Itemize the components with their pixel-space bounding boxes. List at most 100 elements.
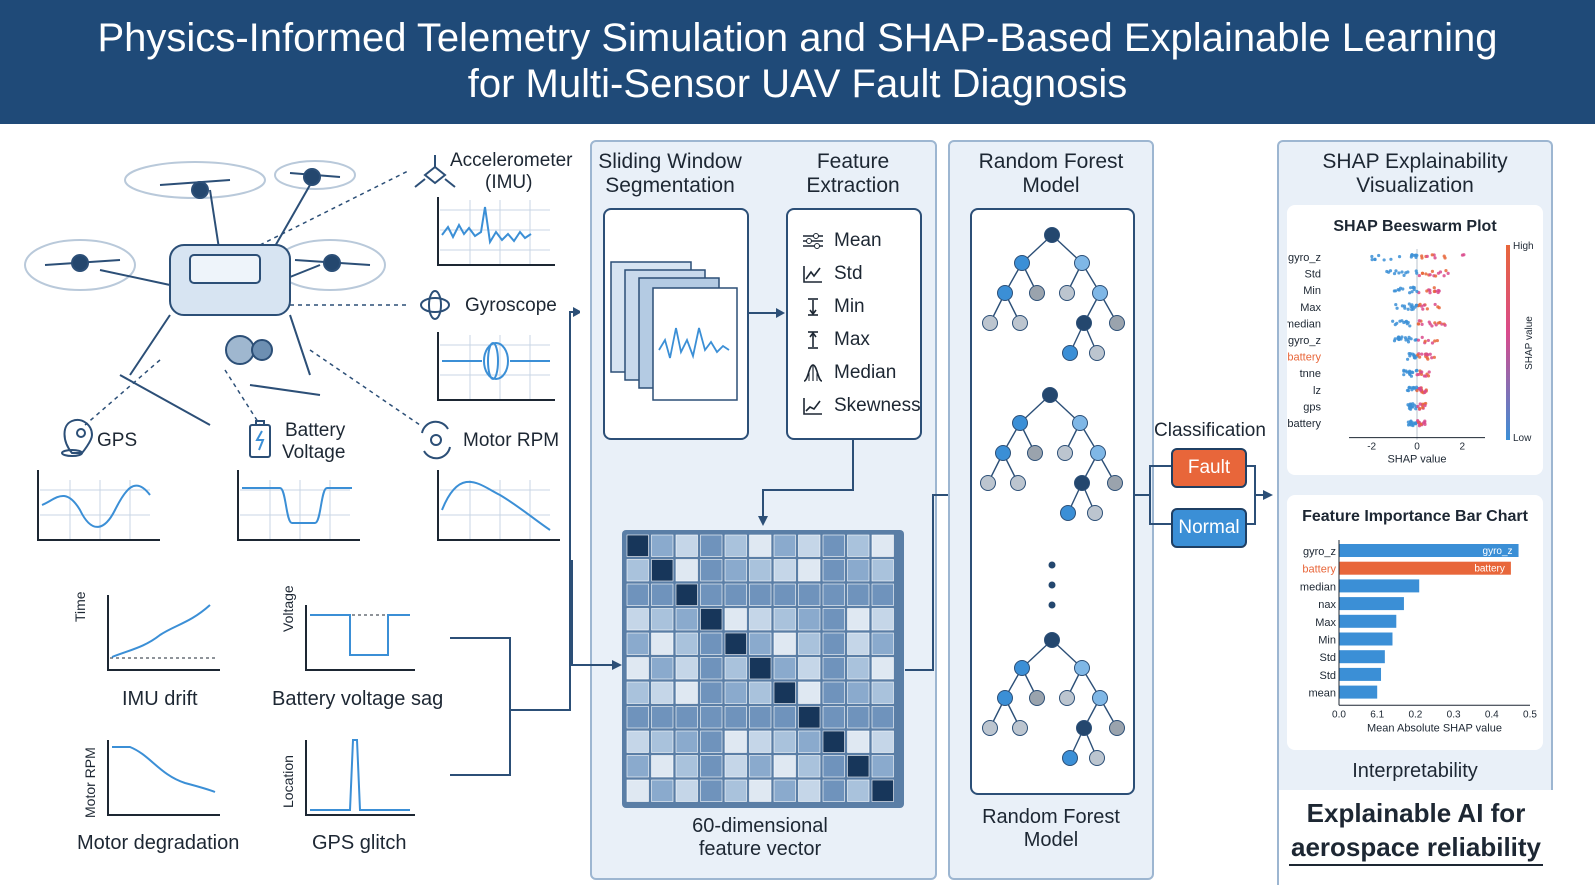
- matrix-cell: [700, 608, 723, 631]
- matrix-cell: [700, 779, 723, 802]
- colorbar: [1506, 245, 1510, 440]
- beeswarm-point: [1425, 254, 1429, 259]
- gyroscope-label: Gyroscope: [465, 295, 557, 316]
- tree-node: [1092, 285, 1108, 301]
- beeswarm-point: [1405, 357, 1410, 361]
- beeswarm-point: [1436, 305, 1440, 309]
- matrix-cell: [773, 657, 796, 680]
- matrix-cell: [700, 681, 723, 704]
- matrix-cell: [651, 706, 674, 729]
- beeswarm-point: [1433, 339, 1437, 343]
- matrix-cell: [871, 730, 894, 753]
- beeswarm-point: [1423, 403, 1427, 408]
- beeswarm-point: [1391, 319, 1395, 323]
- matrix-cell: [749, 730, 772, 753]
- matrix-cell: [700, 632, 723, 655]
- skew-chart-icon: [803, 398, 822, 415]
- shap-beeswarm-plot: SHAP Beeswarm Plotgyro_zStdMinMaxmediang…: [1287, 205, 1543, 475]
- beeswarm-point: [1430, 269, 1435, 273]
- beeswarm-point: [1435, 338, 1439, 343]
- matrix-cell: [798, 779, 821, 802]
- beeswarm-point: [1395, 306, 1399, 310]
- matrix-cell: [724, 657, 747, 680]
- tagline-line1: Explainable AI for: [1306, 798, 1526, 828]
- matrix-cell: [626, 657, 649, 680]
- motor-rpm-icon: [421, 420, 451, 460]
- beeswarm-point: [1407, 335, 1411, 339]
- matrix-cell: [871, 534, 894, 557]
- matrix-cell: [749, 632, 772, 655]
- beeswarm-point: [1406, 270, 1410, 274]
- ellipsis-dot: [1048, 561, 1056, 569]
- accelerometer-label: Accelerometer: [450, 150, 573, 171]
- feature-item-skewness: Skewness: [802, 395, 921, 417]
- distribution-icon: [803, 364, 823, 382]
- beeswarm-point: [1425, 289, 1429, 293]
- matrix-cell: [798, 730, 821, 753]
- feature-vector-label-line1: 60-dimensional: [692, 815, 828, 837]
- beeswarm-tick-label: 2: [1460, 442, 1466, 453]
- shap-title-line2: Visualization: [1356, 174, 1474, 197]
- matrix-cell: [626, 681, 649, 704]
- matrix-cell: [822, 681, 845, 704]
- matrix-cell: [724, 559, 747, 582]
- matrix-cell: [724, 779, 747, 802]
- matrix-cell: [871, 779, 894, 802]
- matrix-cell: [847, 534, 870, 557]
- beeswarm-point: [1433, 302, 1437, 307]
- battery-sag-axis-label: Voltage: [280, 585, 296, 632]
- matrix-cell: [871, 608, 894, 631]
- decision-trees-illustration: [980, 227, 1125, 766]
- beeswarm-point: [1397, 288, 1401, 292]
- bar-tick-label: 0.5: [1523, 709, 1537, 720]
- matrix-cell: [822, 730, 845, 753]
- matrix-cell: [773, 681, 796, 704]
- tree-node: [997, 285, 1013, 301]
- beeswarm-point: [1444, 269, 1448, 273]
- matrix-cell: [724, 632, 747, 655]
- ellipsis-dot: [1048, 601, 1056, 609]
- matrix-cell: [675, 583, 698, 606]
- beeswarm-point: [1408, 324, 1412, 328]
- matrix-cell: [626, 755, 649, 778]
- beeswarm-point: [1421, 405, 1425, 410]
- beeswarm-point: [1397, 337, 1401, 342]
- matrix-cell: [724, 681, 747, 704]
- feature-item-label: Std: [834, 263, 863, 284]
- bar-tick-label: 0.0: [1332, 709, 1346, 720]
- beeswarm-point: [1412, 286, 1416, 290]
- matrix-cell: [749, 657, 772, 680]
- beeswarm-feature-label: gyro_z: [1288, 252, 1321, 264]
- matrix-cell: [626, 706, 649, 729]
- matrix-cell: [847, 632, 870, 655]
- matrix-cell: [871, 681, 894, 704]
- matrix-cell: [675, 608, 698, 631]
- tree-node: [1109, 315, 1125, 331]
- tree-node: [1042, 387, 1058, 403]
- tree-node: [1074, 660, 1090, 676]
- beeswarm-point: [1407, 370, 1411, 374]
- beeswarm-point: [1404, 338, 1408, 342]
- beeswarm-point: [1406, 307, 1410, 311]
- feature-extraction-title-line2: Extraction: [806, 174, 900, 197]
- matrix-cell: [871, 706, 894, 729]
- beeswarm-point: [1409, 374, 1414, 378]
- matrix-cell: [675, 730, 698, 753]
- beeswarm-point: [1430, 356, 1434, 360]
- rf-title-line1: Random Forest: [978, 150, 1124, 173]
- beeswarm-point: [1406, 389, 1411, 393]
- matrix-cell: [773, 779, 796, 802]
- matrix-cell: [675, 779, 698, 802]
- beeswarm-point: [1410, 388, 1414, 392]
- matrix-cell: [724, 583, 747, 606]
- matrix-cell: [773, 559, 796, 582]
- beeswarm-point: [1402, 368, 1406, 372]
- tree-node: [1010, 475, 1026, 491]
- beeswarm-point: [1408, 354, 1412, 358]
- beeswarm-point: [1406, 423, 1411, 427]
- beeswarm-point: [1443, 323, 1447, 327]
- line-chart-icon: [803, 266, 822, 283]
- beeswarm-feature-label: lz: [1313, 385, 1321, 397]
- matrix-cell: [700, 534, 723, 557]
- matrix-cell: [798, 583, 821, 606]
